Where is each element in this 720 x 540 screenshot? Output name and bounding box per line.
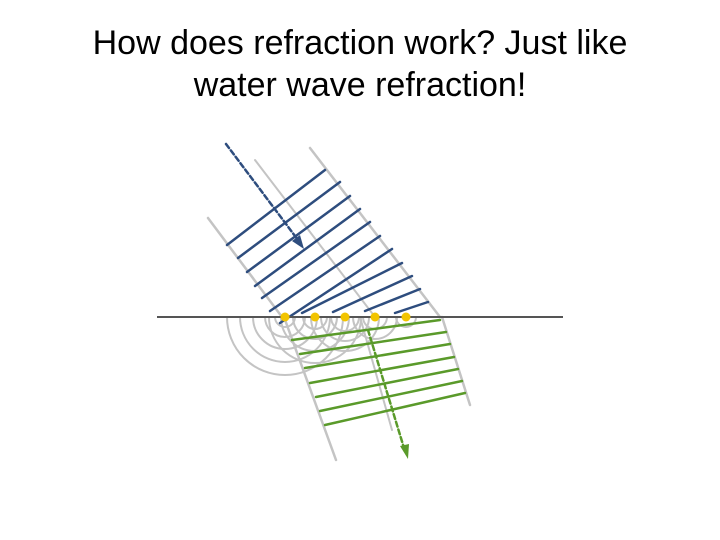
incident-wavefront — [300, 261, 404, 315]
wavelet-source-point — [340, 312, 350, 322]
incident-wavefront — [363, 287, 422, 313]
incident-wavefront — [245, 194, 352, 274]
title-line-1: How does refraction work? Just like — [92, 24, 628, 62]
refracted-wavefront — [314, 367, 460, 399]
huygens-wavelet — [274, 316, 296, 328]
incident-ray — [224, 142, 300, 242]
title-line-2: water wave refraction! — [193, 66, 527, 104]
refracted-wavefront — [308, 355, 456, 385]
refracted-wavefront — [303, 342, 452, 370]
refracted-guide-right — [440, 315, 472, 407]
incident-ray-arrowhead — [292, 235, 304, 249]
incident-wavefront — [225, 168, 327, 247]
wavelet-source-point — [310, 312, 320, 322]
incident-wavefront — [331, 274, 414, 314]
incident-wavefront — [253, 207, 362, 288]
refracted-wavefront — [323, 391, 467, 427]
incident-wavefront — [278, 247, 394, 325]
huygens-wavelet — [264, 316, 306, 338]
incident-wavefront — [260, 220, 372, 300]
huygens-wavelet — [395, 316, 417, 328]
wavelet-source-point — [370, 312, 380, 322]
slide-title: How does refraction work? Just like wate… — [0, 22, 720, 106]
huygens-wavelet — [330, 316, 360, 332]
huygens-wavelet — [268, 316, 362, 364]
incident-wavefront — [393, 300, 430, 315]
huygens-wavelet — [302, 316, 328, 330]
refracted-wavefront — [318, 379, 464, 413]
refracted-wavefront — [298, 330, 448, 356]
incident-wavefront — [268, 234, 382, 313]
huygens-wavelet — [310, 316, 380, 352]
refracted-wavefront — [290, 318, 442, 342]
refracted-ray — [366, 328, 406, 450]
refracted-ray-arrowhead — [400, 444, 409, 459]
beam-guide-center — [254, 159, 376, 318]
beam-guide-left — [206, 216, 284, 319]
wavelet-source-point — [401, 312, 411, 322]
incident-wavefront — [236, 180, 342, 260]
wavelet-source-point — [280, 312, 290, 322]
